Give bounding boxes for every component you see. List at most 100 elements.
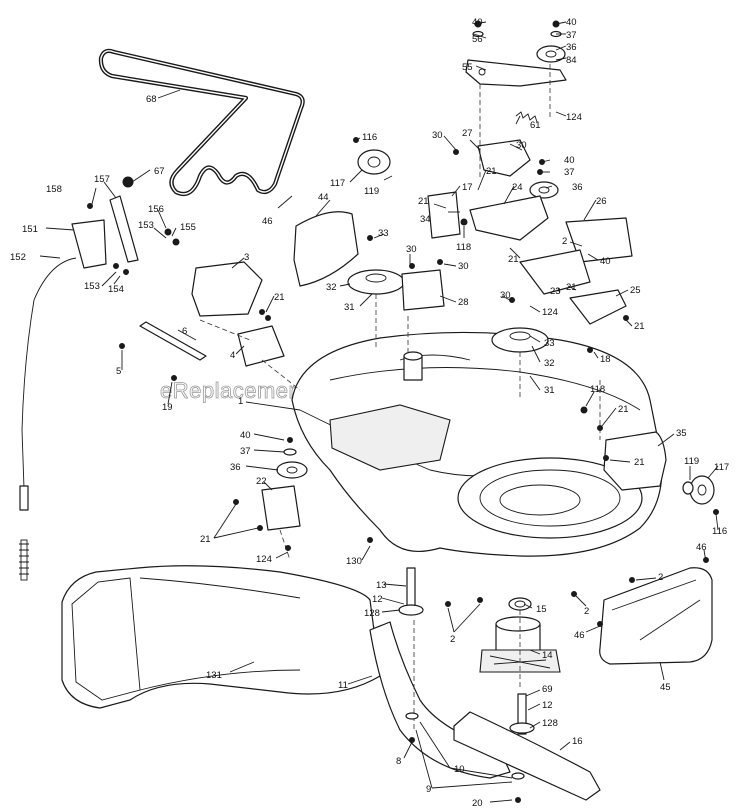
idler-pulley-top-right[interactable] bbox=[536, 45, 566, 63]
gauge-wheel-right[interactable] bbox=[689, 475, 715, 505]
callout-20[interactable]: 20 bbox=[472, 798, 483, 809]
idler-bracket-27[interactable] bbox=[477, 139, 531, 177]
spindle-shaft-left[interactable] bbox=[398, 567, 424, 616]
callout-30[interactable]: 30 bbox=[458, 261, 469, 272]
callout-6[interactable]: 6 bbox=[182, 326, 187, 337]
control-cable[interactable] bbox=[19, 257, 77, 581]
spindle-pulley-left[interactable] bbox=[347, 269, 405, 295]
callout-40[interactable]: 40 bbox=[240, 430, 251, 441]
drive-belt[interactable] bbox=[98, 48, 305, 197]
callout-21[interactable]: 21 bbox=[274, 292, 285, 303]
callout-36[interactable]: 36 bbox=[230, 462, 241, 473]
spindle-shaft-right[interactable] bbox=[509, 693, 535, 735]
callout-21[interactable]: 21 bbox=[508, 254, 519, 265]
callout-154[interactable]: 154 bbox=[108, 284, 124, 295]
callout-30[interactable]: 30 bbox=[516, 140, 527, 151]
callout-153[interactable]: 153 bbox=[84, 281, 100, 292]
callout-55[interactable]: 55 bbox=[462, 62, 473, 73]
callout-84[interactable]: 84 bbox=[566, 55, 577, 66]
callout-15[interactable]: 15 bbox=[536, 604, 547, 615]
callout-118[interactable]: 118 bbox=[456, 242, 471, 253]
callout-155[interactable]: 155 bbox=[180, 222, 196, 233]
hanger-bracket-3[interactable] bbox=[191, 261, 263, 317]
callout-17[interactable]: 17 bbox=[462, 182, 473, 193]
callout-5[interactable]: 5 bbox=[116, 366, 121, 377]
callout-40[interactable]: 40 bbox=[564, 155, 575, 166]
callout-67[interactable]: 67 bbox=[154, 166, 165, 177]
callout-30[interactable]: 30 bbox=[500, 290, 511, 301]
callout-12[interactable]: 12 bbox=[542, 700, 553, 711]
idler-pulley-right[interactable] bbox=[529, 181, 559, 199]
callout-33[interactable]: 33 bbox=[544, 338, 555, 349]
callout-4[interactable]: 4 bbox=[230, 350, 235, 361]
bracket-26[interactable] bbox=[565, 217, 633, 263]
bearing[interactable] bbox=[508, 597, 532, 611]
hanger-bracket-4[interactable] bbox=[237, 325, 285, 367]
callout-46[interactable]: 46 bbox=[262, 216, 273, 227]
bracket-25[interactable] bbox=[569, 289, 627, 325]
callout-37[interactable]: 37 bbox=[564, 167, 575, 178]
callout-31[interactable]: 31 bbox=[344, 302, 355, 313]
callout-124[interactable]: 124 bbox=[566, 112, 582, 123]
callout-46[interactable]: 46 bbox=[574, 630, 585, 641]
callout-30[interactable]: 30 bbox=[432, 130, 443, 141]
callout-3[interactable]: 3 bbox=[244, 252, 249, 263]
callout-124[interactable]: 124 bbox=[256, 554, 272, 565]
callout-14[interactable]: 14 bbox=[542, 650, 553, 661]
callout-128[interactable]: 128 bbox=[364, 608, 380, 619]
callout-45[interactable]: 45 bbox=[660, 682, 671, 693]
callout-56[interactable]: 56 bbox=[472, 34, 483, 45]
lift-rod-6[interactable] bbox=[139, 321, 207, 361]
callout-117[interactable]: 117 bbox=[330, 178, 345, 189]
callout-8[interactable]: 8 bbox=[396, 756, 401, 767]
callout-27[interactable]: 27 bbox=[462, 128, 473, 139]
callout-153[interactable]: 153 bbox=[138, 220, 154, 231]
callout-21[interactable]: 21 bbox=[418, 196, 429, 207]
blade-right[interactable] bbox=[453, 711, 601, 801]
callout-2[interactable]: 2 bbox=[450, 634, 455, 645]
spring-61[interactable] bbox=[515, 111, 538, 123]
callout-2[interactable]: 2 bbox=[562, 236, 567, 247]
callout-32[interactable]: 32 bbox=[326, 282, 337, 293]
callout-16[interactable]: 16 bbox=[572, 736, 583, 747]
spindle-pulley-right[interactable] bbox=[491, 327, 549, 353]
callout-25[interactable]: 25 bbox=[630, 285, 641, 296]
idler-arm-top[interactable] bbox=[465, 59, 567, 87]
callout-116[interactable]: 116 bbox=[712, 526, 727, 537]
callout-21[interactable]: 21 bbox=[486, 166, 497, 177]
callout-40[interactable]: 40 bbox=[566, 17, 577, 28]
callout-11[interactable]: 11 bbox=[338, 680, 348, 691]
callout-158[interactable]: 158 bbox=[46, 184, 62, 195]
callout-22[interactable]: 22 bbox=[256, 476, 267, 487]
callout-26[interactable]: 26 bbox=[596, 196, 607, 207]
bracket-23[interactable] bbox=[519, 249, 591, 295]
callout-1[interactable]: 1 bbox=[238, 396, 243, 407]
callout-128[interactable]: 128 bbox=[542, 718, 558, 729]
callout-31[interactable]: 31 bbox=[544, 385, 555, 396]
callout-18[interactable]: 18 bbox=[600, 354, 611, 365]
callout-21[interactable]: 21 bbox=[634, 457, 645, 468]
callout-116[interactable]: 116 bbox=[362, 132, 377, 143]
discharge-chute[interactable] bbox=[61, 565, 381, 709]
callout-40[interactable]: 40 bbox=[472, 17, 483, 28]
idler-pulley-left[interactable] bbox=[276, 461, 308, 479]
belt-guide-44[interactable] bbox=[293, 211, 359, 287]
callout-21[interactable]: 21 bbox=[200, 534, 211, 545]
blade-left[interactable] bbox=[369, 621, 511, 779]
callout-36[interactable]: 36 bbox=[566, 42, 577, 53]
callout-10[interactable]: 10 bbox=[454, 764, 465, 775]
callout-151[interactable]: 151 bbox=[22, 224, 38, 235]
callout-37[interactable]: 37 bbox=[240, 446, 251, 457]
callout-12[interactable]: 12 bbox=[372, 594, 383, 605]
callout-40[interactable]: 40 bbox=[600, 256, 611, 267]
callout-2[interactable]: 2 bbox=[584, 606, 589, 617]
callout-35[interactable]: 35 bbox=[676, 428, 687, 439]
callout-119[interactable]: 119 bbox=[684, 456, 699, 467]
callout-69[interactable]: 69 bbox=[542, 684, 553, 695]
idler-arm-24[interactable] bbox=[469, 195, 549, 241]
callout-30[interactable]: 30 bbox=[406, 244, 417, 255]
callout-13[interactable]: 13 bbox=[376, 580, 387, 591]
bracket-28[interactable] bbox=[401, 269, 445, 311]
callout-119[interactable]: 119 bbox=[364, 186, 379, 197]
callout-131[interactable]: 131 bbox=[206, 670, 222, 681]
